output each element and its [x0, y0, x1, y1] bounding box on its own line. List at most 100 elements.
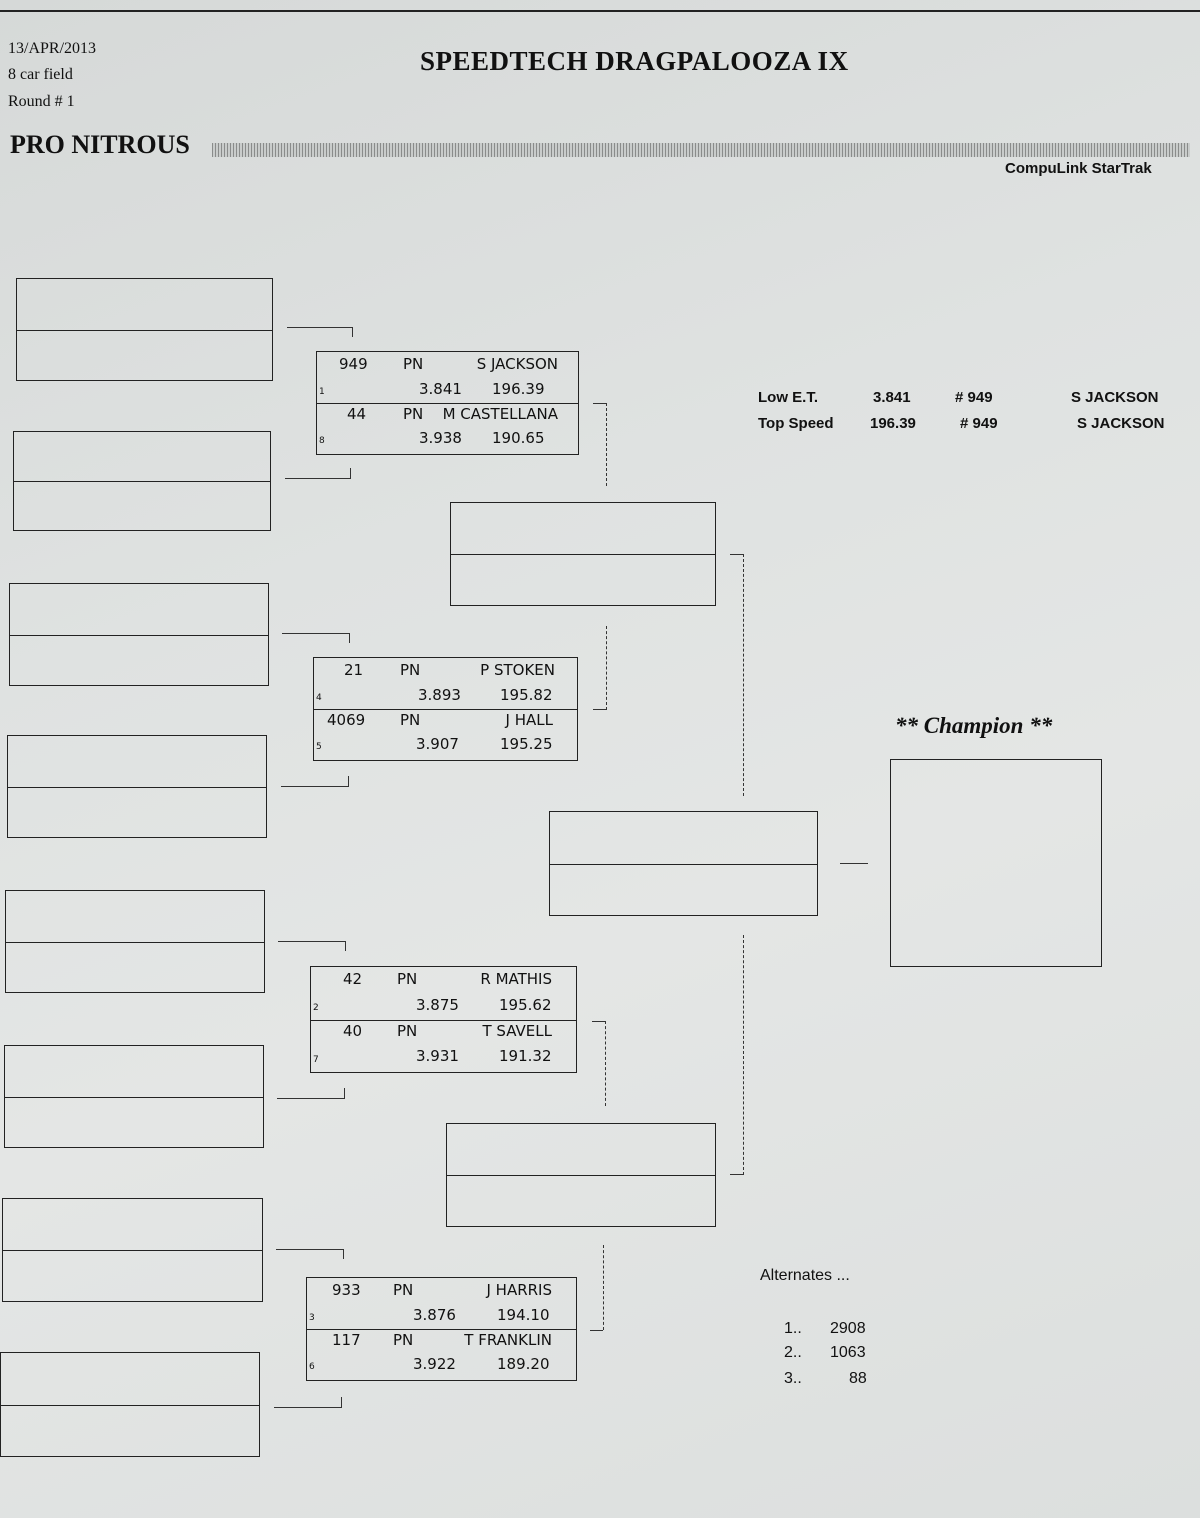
- entry-top: 42 PN R MATHIS 2 3.875 195.62: [311, 967, 576, 1021]
- bracket-slot-empty: [5, 890, 265, 993]
- car-class: PN: [403, 405, 424, 423]
- bracket-line: [743, 554, 744, 796]
- low-et-value: 3.841: [873, 389, 911, 406]
- top-speed-car: # 949: [960, 415, 998, 432]
- speed: 195.62: [499, 996, 552, 1014]
- seed-number: 5: [316, 742, 322, 752]
- car-number: 949: [339, 355, 368, 373]
- speed: 190.65: [492, 429, 545, 447]
- entry-top: 21 PN P STOKEN 4 3.893 195.82: [314, 658, 577, 710]
- low-et-driver: S JACKSON: [1071, 389, 1159, 406]
- bracket-slot-empty: [9, 583, 269, 686]
- alternate-rank: 3..: [784, 1370, 802, 1387]
- alternate-rank: 2..: [784, 1344, 802, 1361]
- driver-name: T SAVELL: [482, 1021, 553, 1040]
- bracket-line: [344, 1088, 345, 1098]
- seed-number: 3: [309, 1313, 315, 1323]
- speed: 194.10: [497, 1306, 550, 1324]
- bracket-slot-empty: [2, 1198, 263, 1302]
- bracket-line: [343, 1249, 344, 1259]
- alternates-title: Alternates ...: [760, 1267, 850, 1284]
- champion-box: [890, 759, 1102, 967]
- car-number: 40: [343, 1021, 363, 1040]
- seed-number: 8: [319, 436, 325, 446]
- champion-label: ** Champion **: [895, 713, 1053, 738]
- matchup-card: 21 PN P STOKEN 4 3.893 195.82 4069 PN J …: [313, 657, 578, 761]
- entry-bottom: 117 PN T FRANKLIN 6 3.922 189.20: [307, 1329, 576, 1380]
- top-rule: [0, 10, 1200, 12]
- top-speed-driver: S JACKSON: [1077, 415, 1165, 432]
- software-label: CompuLink StarTrak: [1005, 160, 1152, 177]
- car-class: PN: [393, 1281, 414, 1299]
- driver-name: S JACKSON: [476, 355, 558, 373]
- matchup-card: 949 PN S JACKSON 1 3.841 196.39 44 PN M …: [316, 351, 579, 455]
- event-title: SPEEDTECH DRAGPALOOZA IX: [420, 46, 849, 76]
- elapsed-time: 3.893: [418, 686, 461, 704]
- bracket-line: [345, 941, 346, 951]
- speed: 189.20: [497, 1355, 550, 1373]
- class-title: PRO NITROUS: [10, 130, 190, 159]
- speed: 195.25: [500, 735, 553, 753]
- driver-name: T FRANKLIN: [464, 1331, 552, 1349]
- elapsed-time: 3.841: [419, 380, 462, 398]
- bracket-slot-empty: [446, 1123, 716, 1227]
- top-speed-value: 196.39: [870, 415, 916, 432]
- round-number: Round # 1: [8, 93, 75, 110]
- bracket-line: [730, 554, 743, 555]
- seed-number: 6: [309, 1362, 315, 1372]
- top-speed-label: Top Speed: [758, 415, 834, 432]
- bracket-line: [352, 327, 353, 337]
- bracket-slot-empty: [13, 431, 271, 531]
- bracket-line: [730, 1174, 743, 1175]
- car-class: PN: [397, 970, 418, 988]
- bracket-line: [840, 863, 868, 864]
- alternate-car: 1063: [830, 1344, 866, 1361]
- alternate-car: 88: [849, 1370, 867, 1387]
- car-number: 4069: [327, 711, 366, 729]
- car-number: 42: [343, 970, 363, 988]
- entry-bottom: 40 PN T SAVELL 7 3.931 191.32: [311, 1020, 576, 1073]
- bracket-slot-final: [549, 811, 818, 916]
- matchup-card: 42 PN R MATHIS 2 3.875 195.62 40 PN T SA…: [310, 966, 577, 1073]
- bracket-line: [605, 1021, 606, 1106]
- elapsed-time: 3.907: [416, 735, 459, 753]
- bracket-line: [281, 786, 349, 787]
- driver-name: R MATHIS: [480, 970, 552, 988]
- seed-number: 1: [319, 387, 325, 397]
- driver-name: M CASTELLANA: [442, 405, 558, 423]
- field-size: 8 car field: [8, 66, 73, 83]
- bracket-line: [593, 709, 606, 710]
- bracket-line: [274, 1407, 342, 1408]
- elapsed-time: 3.938: [419, 429, 462, 447]
- bracket-line: [349, 633, 350, 643]
- car-class: PN: [400, 661, 421, 679]
- car-class: PN: [400, 711, 421, 729]
- bracket-line: [590, 1330, 603, 1331]
- low-et-label: Low E.T.: [758, 389, 818, 406]
- bracket-line: [593, 403, 606, 404]
- elapsed-time: 3.931: [416, 1046, 459, 1065]
- bracket-line: [276, 1249, 344, 1250]
- entry-bottom: 4069 PN J HALL 5 3.907 195.25: [314, 709, 577, 760]
- entry-top: 933 PN J HARRIS 3 3.876 194.10: [307, 1278, 576, 1330]
- driver-name: J HARRIS: [486, 1281, 552, 1299]
- car-class: PN: [397, 1021, 418, 1040]
- car-class: PN: [403, 355, 424, 373]
- car-number: 44: [347, 405, 367, 423]
- seed-number: 2: [313, 1003, 319, 1013]
- speed: 195.82: [500, 686, 553, 704]
- bracket-line: [348, 776, 349, 786]
- bracket-line: [743, 935, 744, 1175]
- speed: 191.32: [499, 1046, 552, 1065]
- bracket-line: [350, 468, 351, 478]
- bracket-slot-empty: [7, 735, 267, 838]
- bracket-line: [278, 941, 346, 942]
- bracket-line: [282, 633, 350, 634]
- class-title-hatch: [212, 143, 1190, 157]
- alternate-rank: 1..: [784, 1320, 802, 1337]
- driver-name: P STOKEN: [480, 661, 555, 679]
- matchup-card: 933 PN J HARRIS 3 3.876 194.10 117 PN T …: [306, 1277, 577, 1381]
- entry-bottom: 44 PN M CASTELLANA 8 3.938 190.65: [317, 403, 578, 454]
- car-number: 933: [332, 1281, 361, 1299]
- bracket-line: [606, 626, 607, 710]
